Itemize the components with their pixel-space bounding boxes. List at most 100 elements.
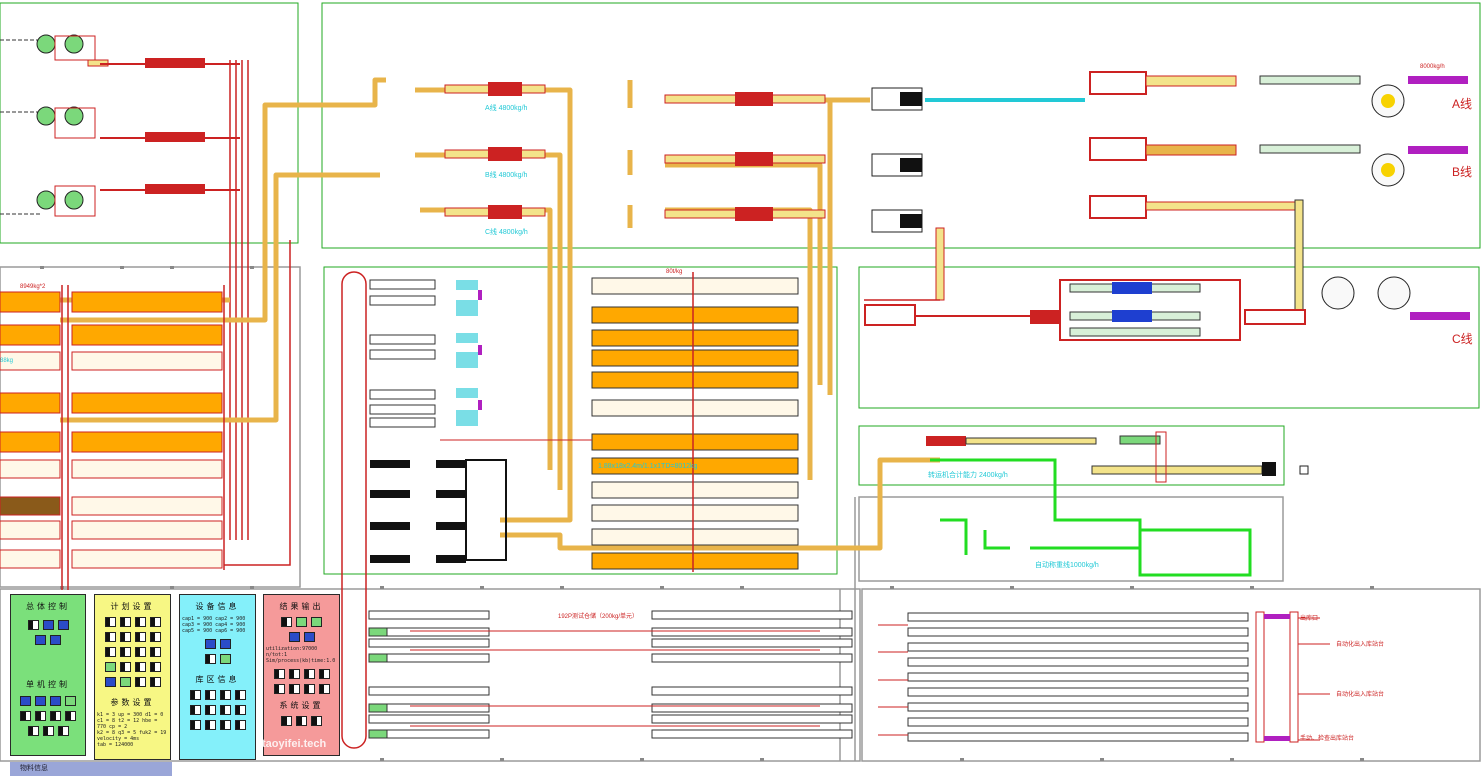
storage-button-11[interactable] [219, 720, 231, 730]
storage-title: 库区信息 [195, 675, 240, 684]
single-button-1[interactable] [20, 696, 31, 706]
c-rate-label: C线 4800kg/h [485, 227, 528, 236]
exit-2-label: 自动化出入库站台 [1336, 640, 1384, 648]
storage-button-7[interactable] [219, 705, 231, 715]
zone-top-left [0, 2, 299, 244]
result-button-11[interactable] [288, 684, 300, 694]
system-button-1[interactable] [281, 716, 292, 726]
border-ticks [40, 266, 1374, 761]
result-title: 结果输出 [279, 602, 324, 611]
watermark: taoyifei.tech [262, 738, 327, 750]
left-racks [0, 240, 291, 590]
plan-button-12[interactable] [149, 647, 161, 657]
single-button-11[interactable] [57, 726, 69, 736]
result-button-2[interactable] [296, 617, 307, 627]
zone-sort [858, 425, 1285, 486]
start-button[interactable] [42, 620, 54, 630]
device-button-1[interactable] [204, 639, 216, 649]
single-button-10[interactable] [42, 726, 54, 736]
storage-button-1[interactable] [189, 690, 201, 700]
single-button-3[interactable] [50, 696, 61, 706]
device-title: 设备信息 [195, 602, 240, 611]
single-button-6[interactable] [35, 711, 46, 721]
single-button-4[interactable] [65, 696, 76, 706]
param-values: k1 = 3 up = 300 d1 = 0 c1 = 8 t2 = 12 hb… [97, 712, 168, 748]
plan-button-8[interactable] [149, 632, 161, 642]
plan-button-5[interactable] [104, 632, 116, 642]
zone-top-lines [321, 2, 1481, 249]
pause-button[interactable] [57, 620, 69, 630]
plan-button-14[interactable] [119, 662, 131, 672]
single-button-8[interactable] [65, 711, 76, 721]
plan-button-1[interactable] [104, 617, 116, 627]
c-line-label: C线 [1452, 332, 1473, 346]
param-row-1: k1 = 3 up = 300 d1 = 0 [97, 712, 164, 718]
plan-button-19[interactable] [134, 677, 146, 687]
capacity-top-label: 8000kg/h [1420, 64, 1445, 70]
result-button-10[interactable] [273, 684, 285, 694]
plan-button-10[interactable] [119, 647, 131, 657]
feeder-1 [0, 34, 240, 68]
device-button-3[interactable] [204, 654, 216, 664]
result-button-7[interactable] [288, 669, 300, 679]
plan-button-20[interactable] [149, 677, 161, 687]
device-button-2[interactable] [219, 639, 231, 649]
plan-button-3[interactable] [134, 617, 146, 627]
zone-center-buffer [323, 266, 838, 575]
plan-button-9[interactable] [104, 647, 116, 657]
result-button-8[interactable] [303, 669, 315, 679]
result-button-3[interactable] [311, 617, 322, 627]
bottom-store [368, 610, 853, 739]
feeder-3 [0, 184, 240, 217]
storage-button-4[interactable] [234, 690, 246, 700]
stop-button[interactable] [35, 635, 46, 645]
plan-button-17[interactable] [104, 677, 116, 687]
bottom-title-label: 192P测试仓储（200kg/单元） [558, 612, 638, 620]
single-button-7[interactable] [50, 711, 61, 721]
plan-button-4[interactable] [149, 617, 161, 627]
single-button-9[interactable] [27, 726, 39, 736]
top-left-feeders [0, 34, 249, 540]
bottom-tab[interactable]: 物料信息 [10, 762, 172, 776]
storage-button-12[interactable] [234, 720, 246, 730]
storage-button-3[interactable] [219, 690, 231, 700]
storage-button-2[interactable] [204, 690, 216, 700]
device-button-4[interactable] [219, 654, 231, 664]
plan-button-11[interactable] [134, 647, 146, 657]
result-button-9[interactable] [318, 669, 330, 679]
result-button-12[interactable] [303, 684, 315, 694]
plan-button-15[interactable] [134, 662, 146, 672]
single-button-5[interactable] [20, 711, 31, 721]
control-panel-result: 结果输出 utilization:97000 n/tot:1 Sim/proce… [263, 594, 340, 756]
plan-button-16[interactable] [149, 662, 161, 672]
param-row-4: tab = 124000 [97, 742, 134, 748]
b-line-machine [444, 137, 1468, 187]
param-row-2: c1 = 8 t2 = 12 hbe = 770 cp = 2 [97, 718, 158, 730]
system-button-3[interactable] [311, 716, 322, 726]
storage-button-6[interactable] [204, 705, 216, 715]
plan-button-13[interactable] [104, 662, 116, 672]
plan-button-6[interactable] [119, 632, 131, 642]
storage-button-9[interactable] [189, 720, 201, 730]
storage-button-8[interactable] [234, 705, 246, 715]
result-button-5[interactable] [303, 632, 315, 642]
result-button-4[interactable] [288, 632, 300, 642]
result-button-1[interactable] [281, 617, 292, 627]
center-rate-label: 80t/kg [666, 269, 682, 275]
result-button-13[interactable] [318, 684, 330, 694]
result-button-6[interactable] [273, 669, 285, 679]
plan-button-18[interactable] [119, 677, 131, 687]
plan-button-7[interactable] [134, 632, 146, 642]
feeder-2 [0, 106, 240, 142]
overall-title: 总体控制 [26, 602, 70, 611]
storage-button-5[interactable] [189, 705, 201, 715]
system-button-2[interactable] [296, 716, 307, 726]
storage-button-10[interactable] [204, 720, 216, 730]
b-line-label: B线 [1452, 165, 1472, 179]
control-panel-device: 设备信息 cap1 = 900 cap2 = 900 cap3 = 900 ca… [179, 594, 256, 760]
plan-button-2[interactable] [119, 617, 131, 627]
single-button-2[interactable] [35, 696, 46, 706]
param-row-3: k2 = 8 q3 = 5 fuk2 = 19 velocity = 4ms [97, 730, 167, 742]
reset-button[interactable] [50, 635, 61, 645]
auto-mode-button[interactable] [27, 620, 39, 630]
